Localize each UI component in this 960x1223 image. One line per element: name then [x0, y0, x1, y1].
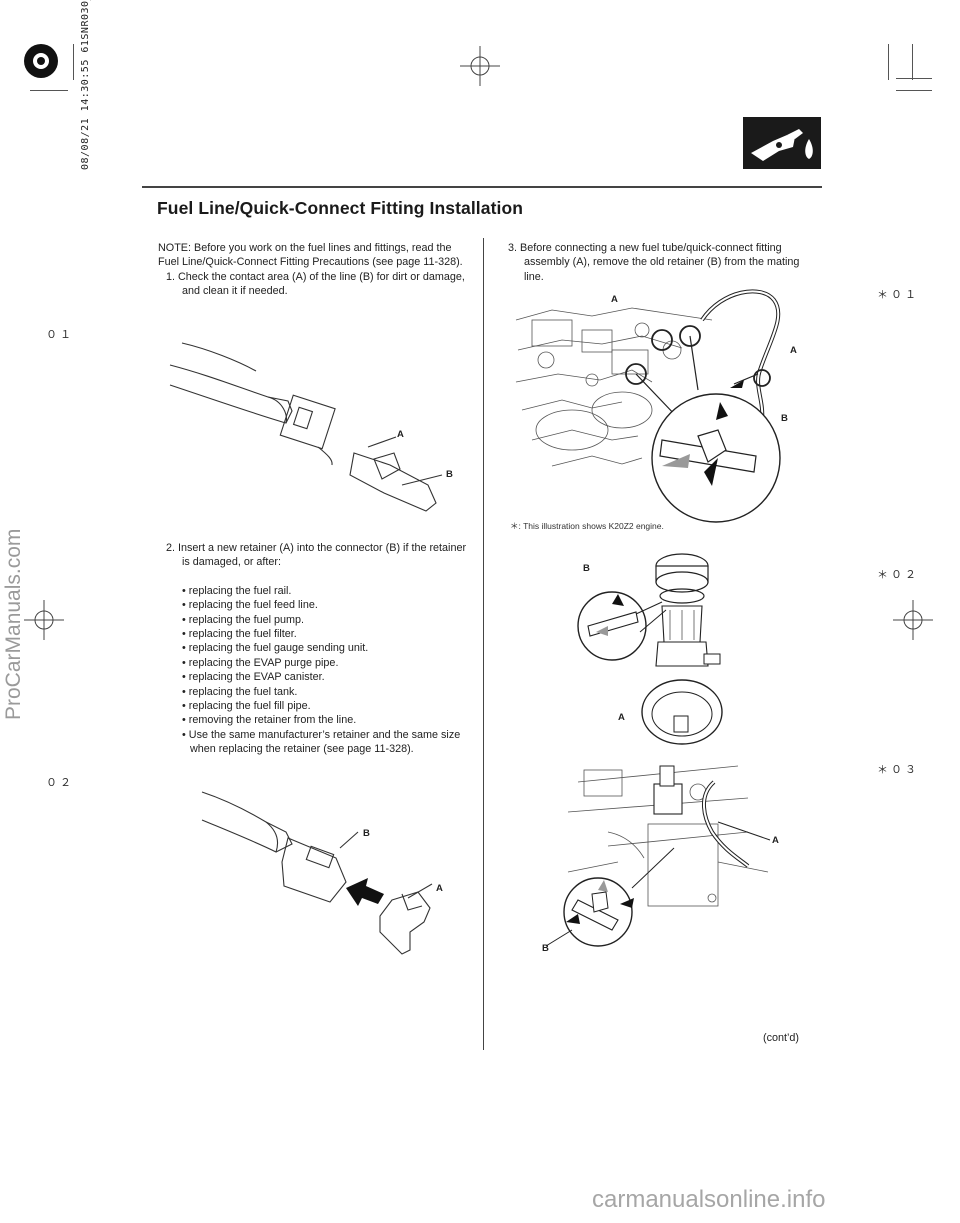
- bottom-watermark: carmanualsonline.info: [592, 1186, 826, 1213]
- fig5-label-a: A: [772, 835, 779, 846]
- margin-mark-right: ＊０２: [877, 568, 919, 581]
- list-item: • replacing the EVAP canister.: [182, 671, 325, 684]
- step-3-block: 3. Before connecting a new fuel tube/qui…: [508, 241, 820, 284]
- step-2-text: 2. Insert a new retainer (A) into the co…: [166, 542, 467, 569]
- crop-mark: [30, 90, 68, 91]
- margin-mark-right: ＊０３: [877, 763, 919, 776]
- list-item: • replacing the fuel rail.: [182, 584, 292, 597]
- margin-mark-right: ＊０１: [877, 288, 919, 301]
- column-divider: [483, 238, 484, 1050]
- fig-canister-area: [545, 765, 771, 947]
- list-item: • replacing the fuel fill pipe.: [182, 700, 311, 713]
- fig-engine-bay: [515, 289, 781, 523]
- fig3-label-b: B: [781, 413, 788, 424]
- margin-mark-left: ０１: [46, 328, 74, 341]
- side-watermark: ProCarManuals.com: [2, 528, 25, 720]
- list-item: • replacing the fuel filter.: [182, 628, 297, 641]
- bullet-list: • replacing the fuel rail. • replacing t…: [182, 584, 470, 757]
- registration-crosshair-icon: [460, 46, 500, 86]
- step-2-block: 2. Insert a new retainer (A) into the co…: [166, 541, 470, 757]
- list-item: • removing the retainer from the line.: [182, 714, 357, 727]
- note-block: NOTE: Before you work on the fuel lines …: [158, 241, 470, 299]
- step-1-text: 1. Check the contact area (A) of the lin…: [166, 270, 465, 298]
- fig-fuel-pump: [577, 553, 723, 745]
- list-item: • replacing the fuel feed line.: [182, 599, 318, 612]
- registration-crosshair-icon: [893, 600, 933, 640]
- margin-mark-left: ０２: [46, 776, 74, 789]
- crop-mark: [896, 78, 932, 79]
- list-item: • replacing the fuel pump.: [182, 613, 305, 626]
- fuel-section-icon: [743, 117, 821, 169]
- list-item: • replacing the EVAP purge pipe.: [182, 656, 339, 669]
- crop-mark: [896, 90, 932, 91]
- continued-note: (cont’d): [763, 1032, 800, 1044]
- fig3-label-a-top: A: [611, 294, 618, 305]
- fig-line-connector: [169, 342, 443, 512]
- fuel-nozzle-icon: [751, 129, 813, 161]
- crop-mark: [73, 44, 74, 80]
- note-text: NOTE: Before you work on the fuel lines …: [158, 242, 463, 269]
- fig4-label-a: A: [618, 712, 625, 723]
- fig2-label-a: A: [436, 883, 443, 894]
- registration-target-dot: [37, 57, 45, 65]
- fig-insert-retainer: [201, 791, 433, 955]
- fig5-label-b: B: [542, 943, 549, 954]
- list-item: • replacing the fuel tank.: [182, 685, 298, 698]
- fig3-caption: ＊: This illustration shows K20Z2 engine.: [510, 521, 664, 531]
- fig2-label-b: B: [363, 828, 370, 839]
- list-item: • Use the same manufacturer’s retainer a…: [182, 728, 461, 756]
- fig3-label-a-right: A: [790, 345, 797, 356]
- fig1-label-a: A: [397, 429, 404, 440]
- list-item: • replacing the fuel gauge sending unit.: [182, 642, 369, 655]
- registration-crosshair-icon: [24, 600, 64, 640]
- step-3-text: 3. Before connecting a new fuel tube/qui…: [508, 242, 800, 283]
- fig1-label-b: B: [446, 469, 453, 480]
- crop-mark: [912, 44, 913, 80]
- print-stamp: 08/08/21 14:30:55 61SNR030_110_0331: [80, 0, 91, 170]
- page-title: Fuel Line/Quick-Connect Fitting Installa…: [157, 198, 524, 218]
- header-rule: [142, 186, 822, 188]
- fig4-label-b: B: [583, 563, 590, 574]
- crop-mark: [888, 44, 889, 80]
